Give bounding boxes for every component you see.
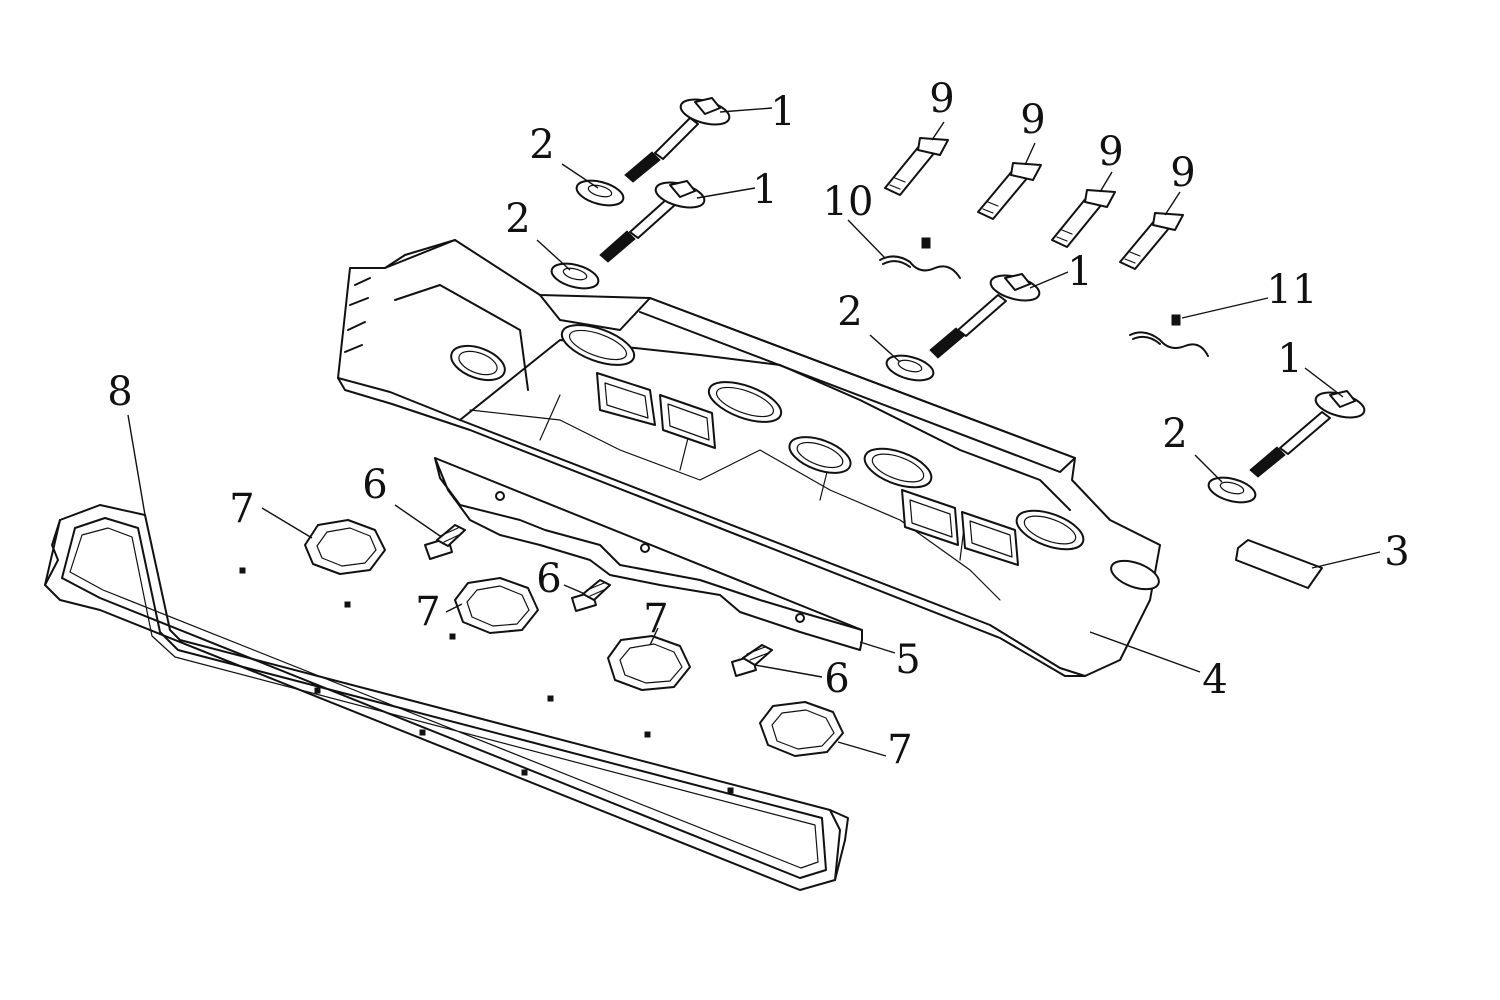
- callout-7d: 7: [887, 727, 912, 773]
- callout-11: 11: [1267, 267, 1318, 313]
- bolt-1d: [1249, 390, 1366, 478]
- seal-7a: [304, 519, 386, 575]
- valve-cover-body: [337, 239, 1161, 677]
- callout-6b: 6: [536, 556, 561, 602]
- callout-6a: 6: [362, 462, 387, 508]
- bolt-washers: [550, 179, 1257, 504]
- screw-6c: [731, 644, 773, 677]
- callout-1d: 1: [1277, 336, 1302, 382]
- callout-2c: 2: [837, 289, 862, 335]
- callout-6c: 6: [824, 656, 849, 702]
- screw-6a: [424, 524, 466, 560]
- callout-7c: 7: [643, 596, 668, 642]
- baffle-screws: [424, 524, 773, 677]
- callout-3: 3: [1384, 529, 1409, 575]
- clip-9a: [884, 137, 949, 196]
- callout-1c: 1: [1067, 249, 1092, 295]
- clip-9c: [1051, 189, 1116, 248]
- callout-1b: 1: [752, 167, 777, 213]
- callout-7a: 7: [229, 486, 254, 532]
- seal-7d: [759, 701, 844, 757]
- bolt-1a: [624, 97, 731, 183]
- leader-lines: [127, 107, 1381, 757]
- bolt-1c: [929, 273, 1041, 359]
- callout-2b: 2: [505, 196, 530, 242]
- callout-labels: 1 1 1 1 2 2 2 2 3 4 5 6 6 6 7 7 7 7 8 9 …: [107, 76, 1409, 773]
- valve-cover-gasket: [44, 504, 849, 891]
- callout-2a: 2: [529, 122, 554, 168]
- callout-9d: 9: [1170, 150, 1195, 196]
- washer-2b: [550, 262, 600, 290]
- clip-9b: [977, 162, 1042, 220]
- baffle-plate: [434, 457, 863, 651]
- bolt-1b: [599, 180, 706, 263]
- harness-clips: [884, 137, 1184, 270]
- callout-9a: 9: [929, 76, 954, 122]
- harness-bracket-11: [1129, 314, 1209, 357]
- harness-bracket-10: [879, 237, 961, 279]
- cover-bolts: [599, 97, 1366, 478]
- washer-2a: [575, 179, 625, 207]
- callout-9b: 9: [1020, 97, 1045, 143]
- clip-9d: [1119, 212, 1184, 270]
- grommet-3: [1235, 539, 1323, 589]
- gasket-clip-dots: [239, 567, 734, 794]
- callout-1a: 1: [770, 89, 795, 135]
- screw-6b: [571, 579, 611, 612]
- seal-7c: [607, 635, 691, 691]
- callout-8: 8: [107, 369, 132, 415]
- callout-7b: 7: [415, 589, 440, 635]
- washer-2d: [1207, 476, 1257, 504]
- callout-2d: 2: [1162, 411, 1187, 457]
- callout-5: 5: [895, 637, 920, 683]
- callout-9c: 9: [1098, 129, 1123, 175]
- seal-7b: [454, 577, 539, 634]
- callout-4: 4: [1202, 657, 1227, 703]
- callout-10: 10: [823, 179, 874, 225]
- washer-2c: [885, 354, 935, 382]
- spark-plug-seals: [304, 519, 844, 757]
